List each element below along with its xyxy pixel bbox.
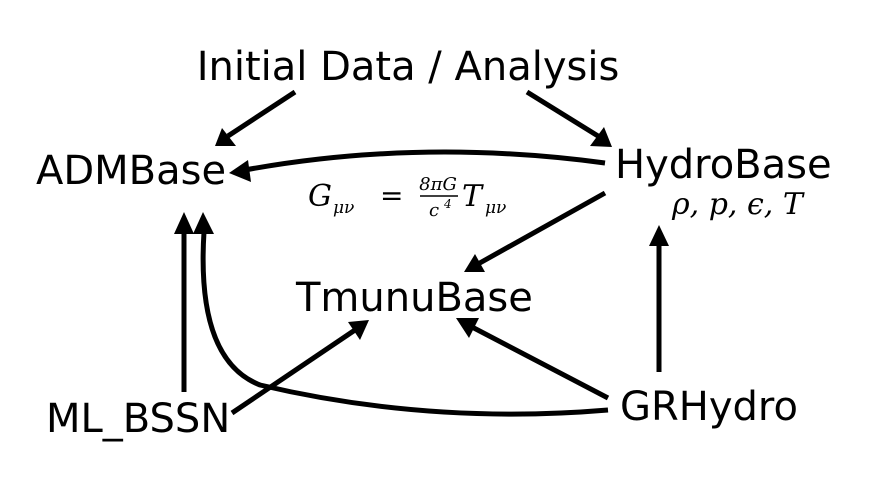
hydro-variables: ρ, p, ϵ, T	[671, 187, 805, 222]
edge-grhydro-to-tmunubase	[456, 318, 610, 401]
edge-grhydro-to-admbase	[193, 212, 609, 417]
edge-grhydro-to-hydrobase	[649, 225, 669, 372]
node-tmunubase: TmunuBase	[295, 275, 533, 321]
eq-g: G	[308, 179, 332, 214]
eq-numerator: 8πG	[419, 174, 457, 195]
eq-denominator: c	[429, 200, 439, 221]
eq-denominator-sup: 4	[443, 197, 452, 211]
edge-initial-to-hydrobase	[525, 89, 612, 147]
einstein-equation: G μν = 8πG c 4 T μν	[308, 174, 506, 221]
eq-t: T	[462, 179, 484, 214]
eq-equals: =	[380, 179, 403, 212]
node-ml-bssn: ML_BSSN	[46, 396, 230, 442]
node-initial-data-analysis: Initial Data / Analysis	[197, 44, 620, 90]
edge-mlbssn-to-admbase	[174, 212, 194, 392]
node-hydrobase: HydroBase	[615, 142, 832, 188]
node-admbase: ADMBase	[36, 148, 226, 194]
eq-g-sub: μν	[333, 198, 354, 218]
eq-t-sub: μν	[485, 198, 506, 218]
edge-initial-to-admbase	[215, 89, 297, 146]
edge-hydrobase-to-tmunubase	[464, 190, 607, 272]
edge-mlbssn-to-tmunubase	[230, 320, 369, 416]
node-grhydro: GRHydro	[620, 384, 798, 430]
edge-hydrobase-to-admbase	[229, 149, 606, 182]
